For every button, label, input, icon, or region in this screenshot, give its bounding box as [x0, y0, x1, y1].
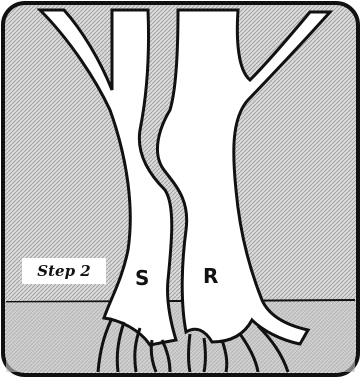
step-label: Step 2	[22, 258, 106, 284]
trunk-label-s: S	[135, 266, 149, 290]
trunk-label-r: R	[203, 264, 218, 288]
